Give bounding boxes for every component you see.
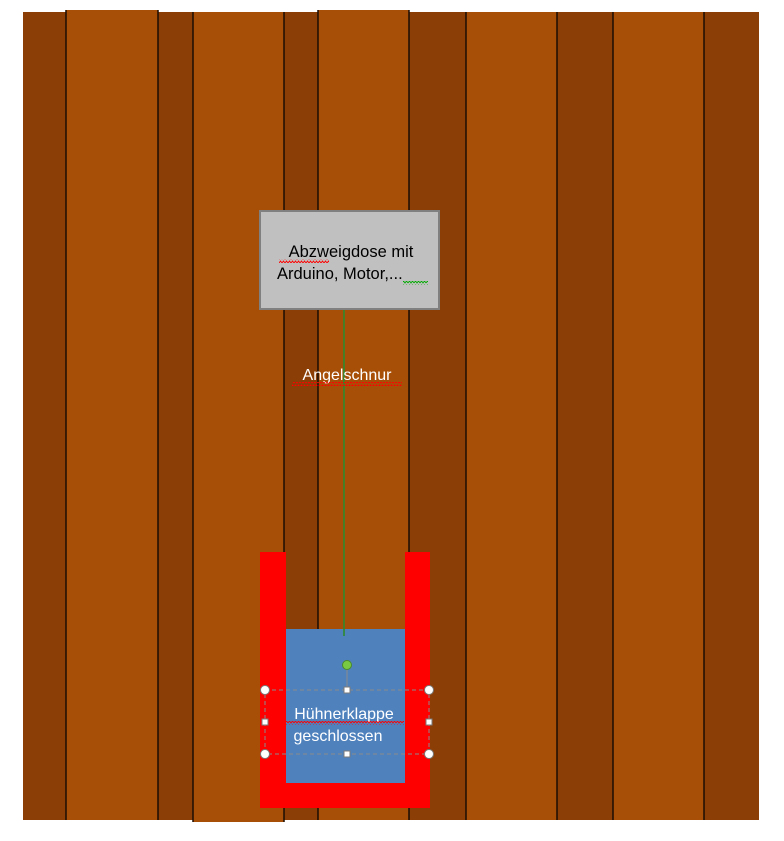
resize-handle-top-left[interactable] [260, 685, 270, 695]
junction-box-line2-b: ,... [384, 265, 402, 283]
plank [66, 10, 158, 820]
door-label-textbox[interactable]: Hühnerklappe geschlossen [260, 660, 434, 759]
junction-box-line1: Abzweigdose mit [289, 243, 414, 261]
string-label: Angelschnur [303, 367, 393, 384]
door-label-line2: geschlossen [294, 728, 383, 745]
rotate-handle-icon[interactable] [342, 660, 352, 670]
plank [613, 12, 704, 820]
resize-handle-top[interactable] [343, 686, 351, 694]
resize-handle-bottom-left[interactable] [260, 749, 270, 759]
junction-box[interactable]: Abzweigdose mit Arduino, Motor,... [259, 210, 440, 310]
resize-handle-bottom-right[interactable] [424, 749, 434, 759]
spellcheck-underline [403, 281, 428, 285]
resize-handle-left[interactable] [261, 718, 269, 726]
door-label-line1: Hühnerklappe [294, 706, 394, 723]
spellcheck-underline [284, 721, 404, 725]
spellcheck-underline [279, 259, 329, 263]
junction-box-line2-a: Arduino, Motor [277, 265, 386, 283]
junction-box-line2: Arduino, Motor,... [277, 265, 403, 283]
door-frame [260, 552, 430, 808]
plank [466, 12, 557, 820]
resize-handle-bottom[interactable] [343, 750, 351, 758]
resize-handle-top-right[interactable] [424, 685, 434, 695]
spellcheck-underline [292, 382, 402, 386]
resize-handle-right[interactable] [425, 718, 433, 726]
